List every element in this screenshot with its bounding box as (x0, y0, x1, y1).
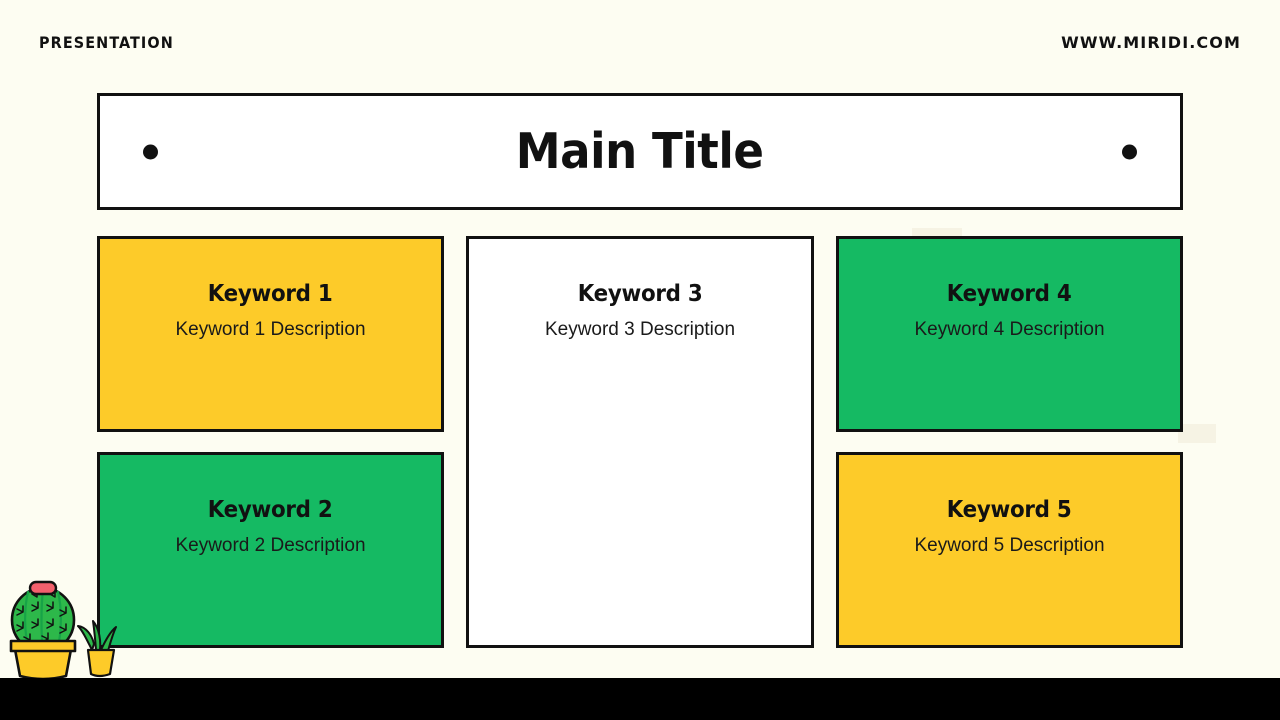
keyword-card-3[interactable]: Keyword 3 Keyword 3 Description (466, 236, 814, 648)
page-title: Main Title (516, 123, 764, 180)
keyword-card-1[interactable]: Keyword 1 Keyword 1 Description (97, 236, 444, 432)
keyword-card-5-title: Keyword 5 (947, 497, 1072, 523)
keyword-card-2-title: Keyword 2 (208, 497, 333, 523)
bottom-bar (0, 678, 1280, 720)
cactus-plant-icon (9, 580, 77, 681)
keyword-card-5-description: Keyword 5 Description (914, 535, 1105, 556)
header-presentation-label: PRESENTATION (39, 33, 174, 52)
keyword-card-3-title: Keyword 3 (577, 281, 703, 307)
keyword-card-4-title: Keyword 4 (947, 281, 1072, 307)
keyword-card-5[interactable]: Keyword 5 Keyword 5 Description (836, 452, 1183, 648)
faint-rectangle-decoration-right (1178, 424, 1216, 443)
keyword-card-4-description: Keyword 4 Description (914, 319, 1105, 340)
keyword-card-4[interactable]: Keyword 4 Keyword 4 Description (836, 236, 1183, 432)
main-title-bar: Main Title (97, 93, 1183, 210)
keyword-card-2-description: Keyword 2 Description (175, 535, 366, 556)
keyword-card-2[interactable]: Keyword 2 Keyword 2 Description (97, 452, 444, 648)
bullet-dot-icon-left (143, 144, 158, 159)
header-website-url: WWW.MIRIDI.COM (1061, 33, 1241, 52)
keyword-card-1-title: Keyword 1 (208, 281, 333, 307)
bullet-dot-icon-right (1122, 144, 1137, 159)
keyword-card-3-description: Keyword 3 Description (544, 319, 736, 340)
keyword-card-1-description: Keyword 1 Description (175, 319, 366, 340)
